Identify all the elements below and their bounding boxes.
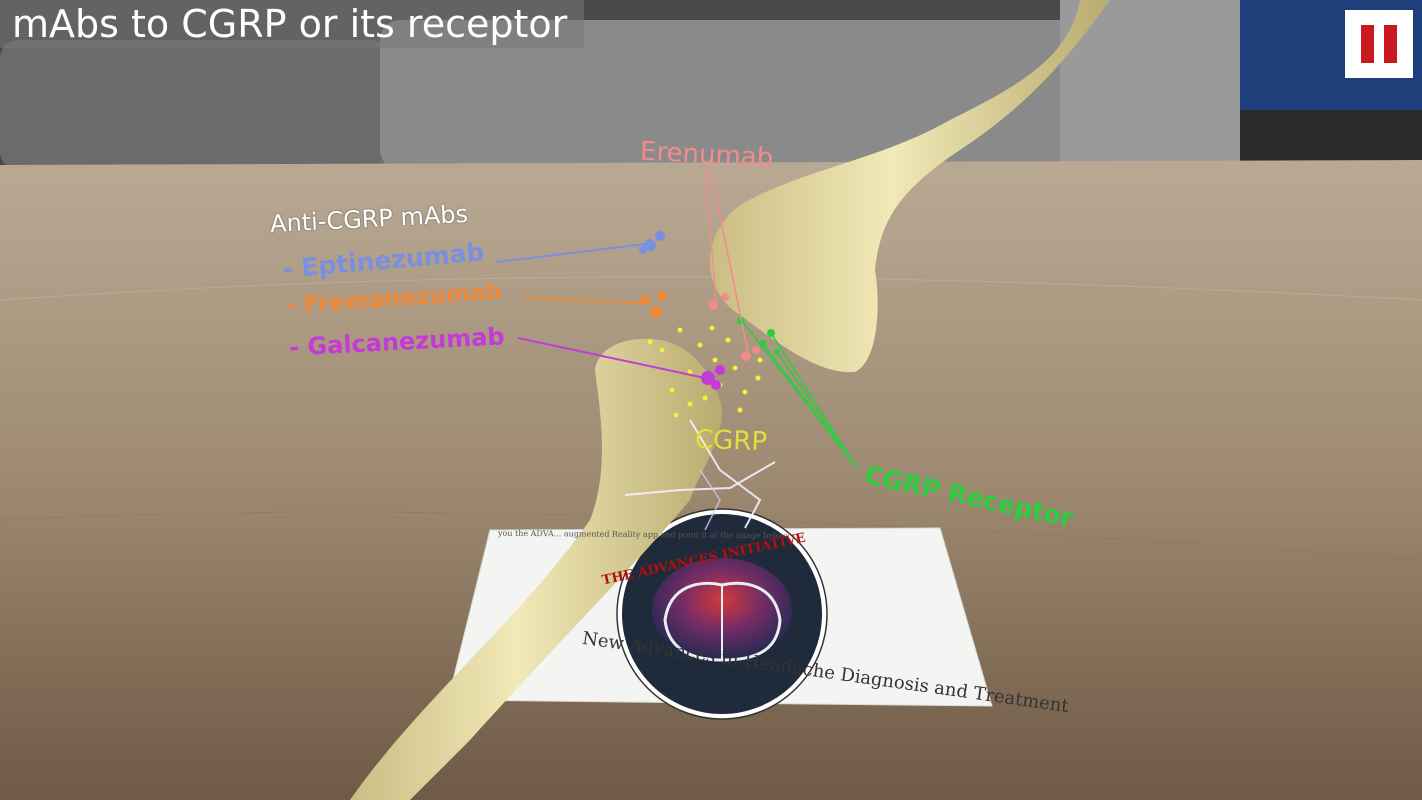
pause-icon-bar-right — [1384, 25, 1397, 63]
galcanezumab-molecule — [701, 365, 725, 390]
eptinezumab-molecule — [639, 231, 665, 254]
fremanezumab-molecule — [640, 291, 667, 318]
page-title: mAbs to CGRP or its receptor — [0, 0, 584, 48]
cgrp-label: CGRP — [694, 424, 768, 458]
erenumab-molecules — [708, 293, 760, 361]
pause-button[interactable] — [1345, 10, 1413, 78]
pause-icon-bar-left — [1361, 25, 1374, 63]
cgrp-particles — [647, 325, 763, 418]
